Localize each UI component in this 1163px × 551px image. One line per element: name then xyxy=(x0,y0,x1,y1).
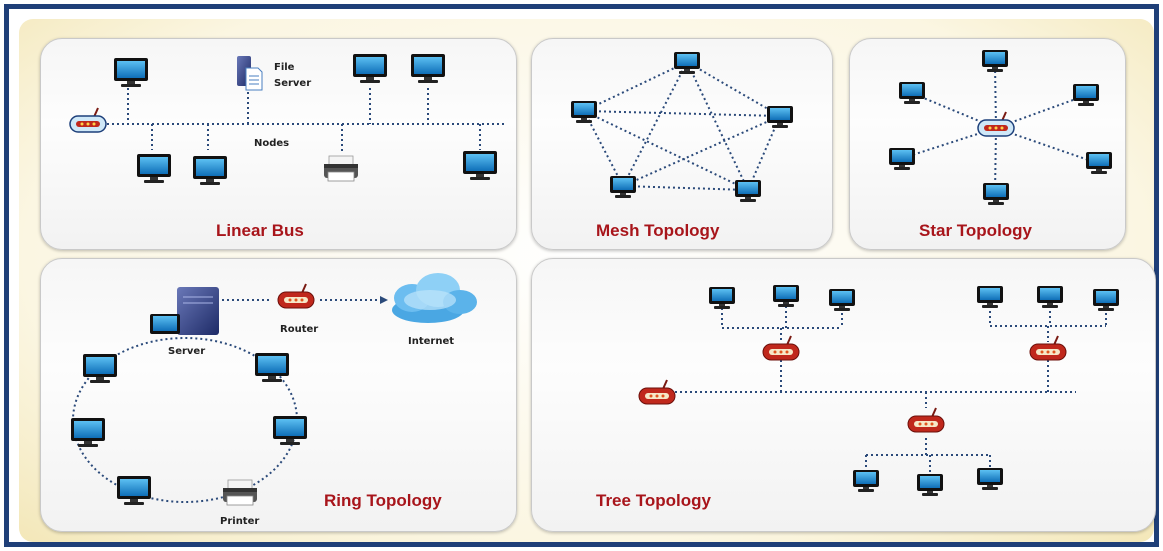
monitor-icon xyxy=(117,476,151,505)
router-icon xyxy=(69,107,107,133)
mesh-topology-title: Mesh Topology xyxy=(596,221,720,240)
printer-icon xyxy=(323,155,359,182)
monitor-icon xyxy=(463,151,497,180)
monitor-icon xyxy=(571,101,597,123)
monitor-icon xyxy=(853,470,879,492)
printer-label: Printer xyxy=(220,516,259,527)
monitor-icon xyxy=(773,285,799,307)
monitor-icon xyxy=(273,416,307,445)
monitor-icon xyxy=(114,58,148,87)
monitor-icon xyxy=(674,52,700,74)
tree-topology-diagram: Tree Topology xyxy=(596,285,1119,510)
monitor-icon xyxy=(1086,152,1112,174)
linear-bus-title: Linear Bus xyxy=(216,221,304,240)
router-icon xyxy=(1029,335,1067,361)
monitor-icon xyxy=(977,286,1003,308)
monitor-icon xyxy=(411,54,445,83)
monitor-icon xyxy=(137,154,171,183)
nodes-label: Nodes xyxy=(254,138,289,149)
router-icon xyxy=(907,407,945,433)
router-icon xyxy=(977,111,1015,137)
monitor-icon xyxy=(983,183,1009,205)
internet-label: Internet xyxy=(408,336,454,347)
monitor-icon xyxy=(829,289,855,311)
router-label: Router xyxy=(280,324,318,335)
star-topology-title: Star Topology xyxy=(919,221,1033,240)
monitor-icon xyxy=(982,50,1008,72)
tree-topology-title: Tree Topology xyxy=(596,491,711,510)
monitor-icon xyxy=(193,156,227,185)
monitor-icon xyxy=(255,353,289,382)
monitor-icon xyxy=(767,106,793,128)
ring-topology-title: Ring Topology xyxy=(324,491,442,510)
file-server-icon xyxy=(237,56,263,91)
server-label: Server xyxy=(168,346,205,357)
printer-icon xyxy=(222,479,258,506)
router-icon xyxy=(638,379,676,405)
monitor-icon xyxy=(899,82,925,104)
cloud-icon xyxy=(392,273,477,323)
monitor-icon xyxy=(1093,289,1119,311)
monitor-icon xyxy=(353,54,387,83)
file-server-label-line1: File xyxy=(274,62,295,73)
monitor-icon xyxy=(977,468,1003,490)
star-topology-diagram: Star Topology xyxy=(889,50,1112,240)
monitor-icon xyxy=(735,180,761,202)
linear-bus-diagram: File Server Nodes Linear Bus xyxy=(69,54,505,240)
router-icon xyxy=(277,283,315,309)
monitor-icon xyxy=(1073,84,1099,106)
monitor-icon xyxy=(889,148,915,170)
ring-topology-diagram: Server Router Internet Printer Ring Topo… xyxy=(71,273,477,527)
monitor-icon xyxy=(610,176,636,198)
file-server-label-line2: Server xyxy=(274,78,311,89)
monitor-icon xyxy=(709,287,735,309)
mesh-topology-diagram: Mesh Topology xyxy=(571,52,793,240)
monitor-icon xyxy=(1037,286,1063,308)
monitor-icon xyxy=(917,474,943,496)
star-topology-panel xyxy=(849,38,1126,250)
server-icon xyxy=(150,287,219,335)
monitor-icon xyxy=(71,418,105,447)
